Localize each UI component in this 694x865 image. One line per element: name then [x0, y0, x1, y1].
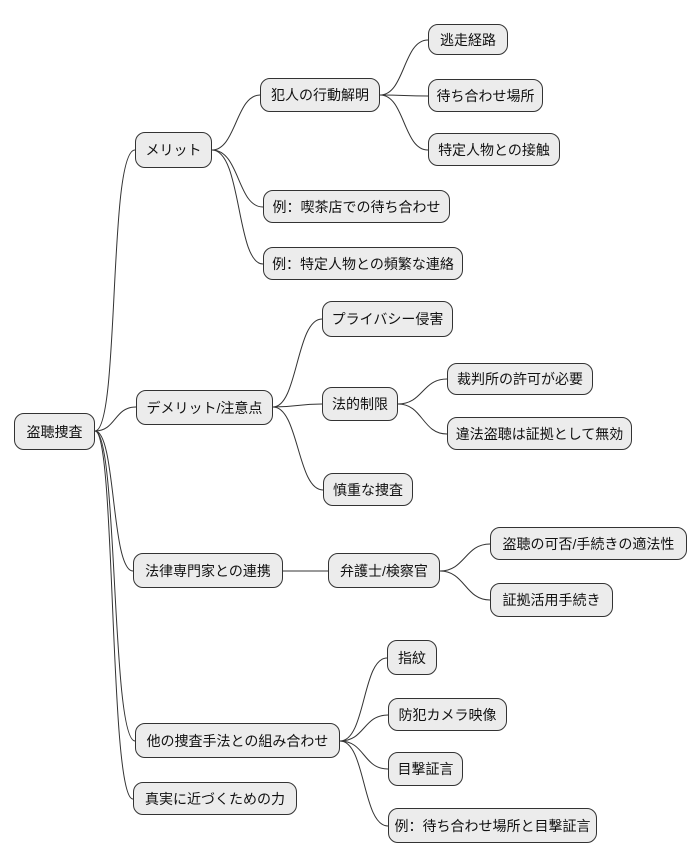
edge-demerit-careful — [272, 406, 324, 491]
node-criminal-behavior: 犯人の行動解明 — [260, 78, 380, 112]
edge-root-legal-experts — [94, 430, 134, 572]
edge-legal-limits-illegal — [397, 403, 448, 435]
edge-lawyer-legality — [439, 543, 491, 572]
edge-merit-example-cafe — [211, 149, 264, 208]
node-wiretap-legality: 盗聴の可否/手続きの適法性 — [490, 527, 687, 560]
edge-combination-example-witness — [339, 740, 389, 827]
edge-demerit-legal-limits — [272, 403, 323, 408]
node-witness-testimony: 目撃証言 — [388, 752, 463, 786]
node-example-contact: 例：特定人物との頻繁な連絡 — [263, 247, 463, 280]
node-illegal-evidence: 違法盗聴は証拠として無効 — [447, 417, 632, 450]
node-root: 盗聴捜査 — [14, 413, 95, 450]
node-demerit: デメリット/注意点 — [136, 390, 273, 425]
node-truth-power: 真実に近づくための力 — [133, 782, 297, 815]
node-combination: 他の捜査手法との組み合わせ — [135, 723, 340, 758]
node-merit: メリット — [135, 132, 212, 168]
node-escape-route: 逃走経路 — [428, 24, 508, 55]
node-privacy: プライバシー侵害 — [322, 301, 453, 337]
node-legal-limits: 法的制限 — [322, 387, 398, 421]
node-fingerprint: 指紋 — [387, 640, 437, 675]
edge-demerit-privacy — [272, 318, 323, 408]
node-camera-footage: 防犯カメラ映像 — [388, 698, 507, 731]
edge-behavior-contact-person — [379, 94, 429, 151]
edge-legal-limits-court — [397, 378, 448, 405]
node-contact-person: 特定人物との接触 — [428, 133, 560, 166]
node-legal-experts: 法律専門家との連携 — [133, 553, 283, 588]
node-meeting-place: 待ち合わせ場所 — [428, 79, 543, 112]
edge-behavior-escape-route — [379, 39, 429, 96]
edge-merit-criminal-behavior — [211, 94, 261, 151]
edge-root-merit — [94, 149, 136, 432]
edge-root-truth-power — [94, 430, 134, 800]
node-example-witness: 例：待ち合わせ場所と目撃証言 — [388, 808, 597, 843]
edge-combination-fingerprint — [339, 657, 388, 742]
node-evidence-procedure: 証拠活用手続き — [490, 583, 613, 617]
edge-merit-example-contact — [211, 149, 264, 265]
edge-combination-witness — [339, 740, 389, 770]
node-example-cafe: 例：喫茶店での待ち合わせ — [263, 190, 450, 223]
edge-behavior-meeting-place — [379, 94, 429, 97]
node-court-permission: 裁判所の許可が必要 — [447, 363, 593, 395]
edge-lawyer-evidence — [439, 570, 491, 601]
edge-root-combination — [94, 430, 136, 742]
node-careful-investigation: 慎重な捜査 — [323, 473, 413, 506]
node-lawyer-prosecutor: 弁護士/検察官 — [328, 553, 440, 588]
edge-root-demerit — [94, 406, 137, 432]
edge-combination-camera — [339, 714, 389, 742]
